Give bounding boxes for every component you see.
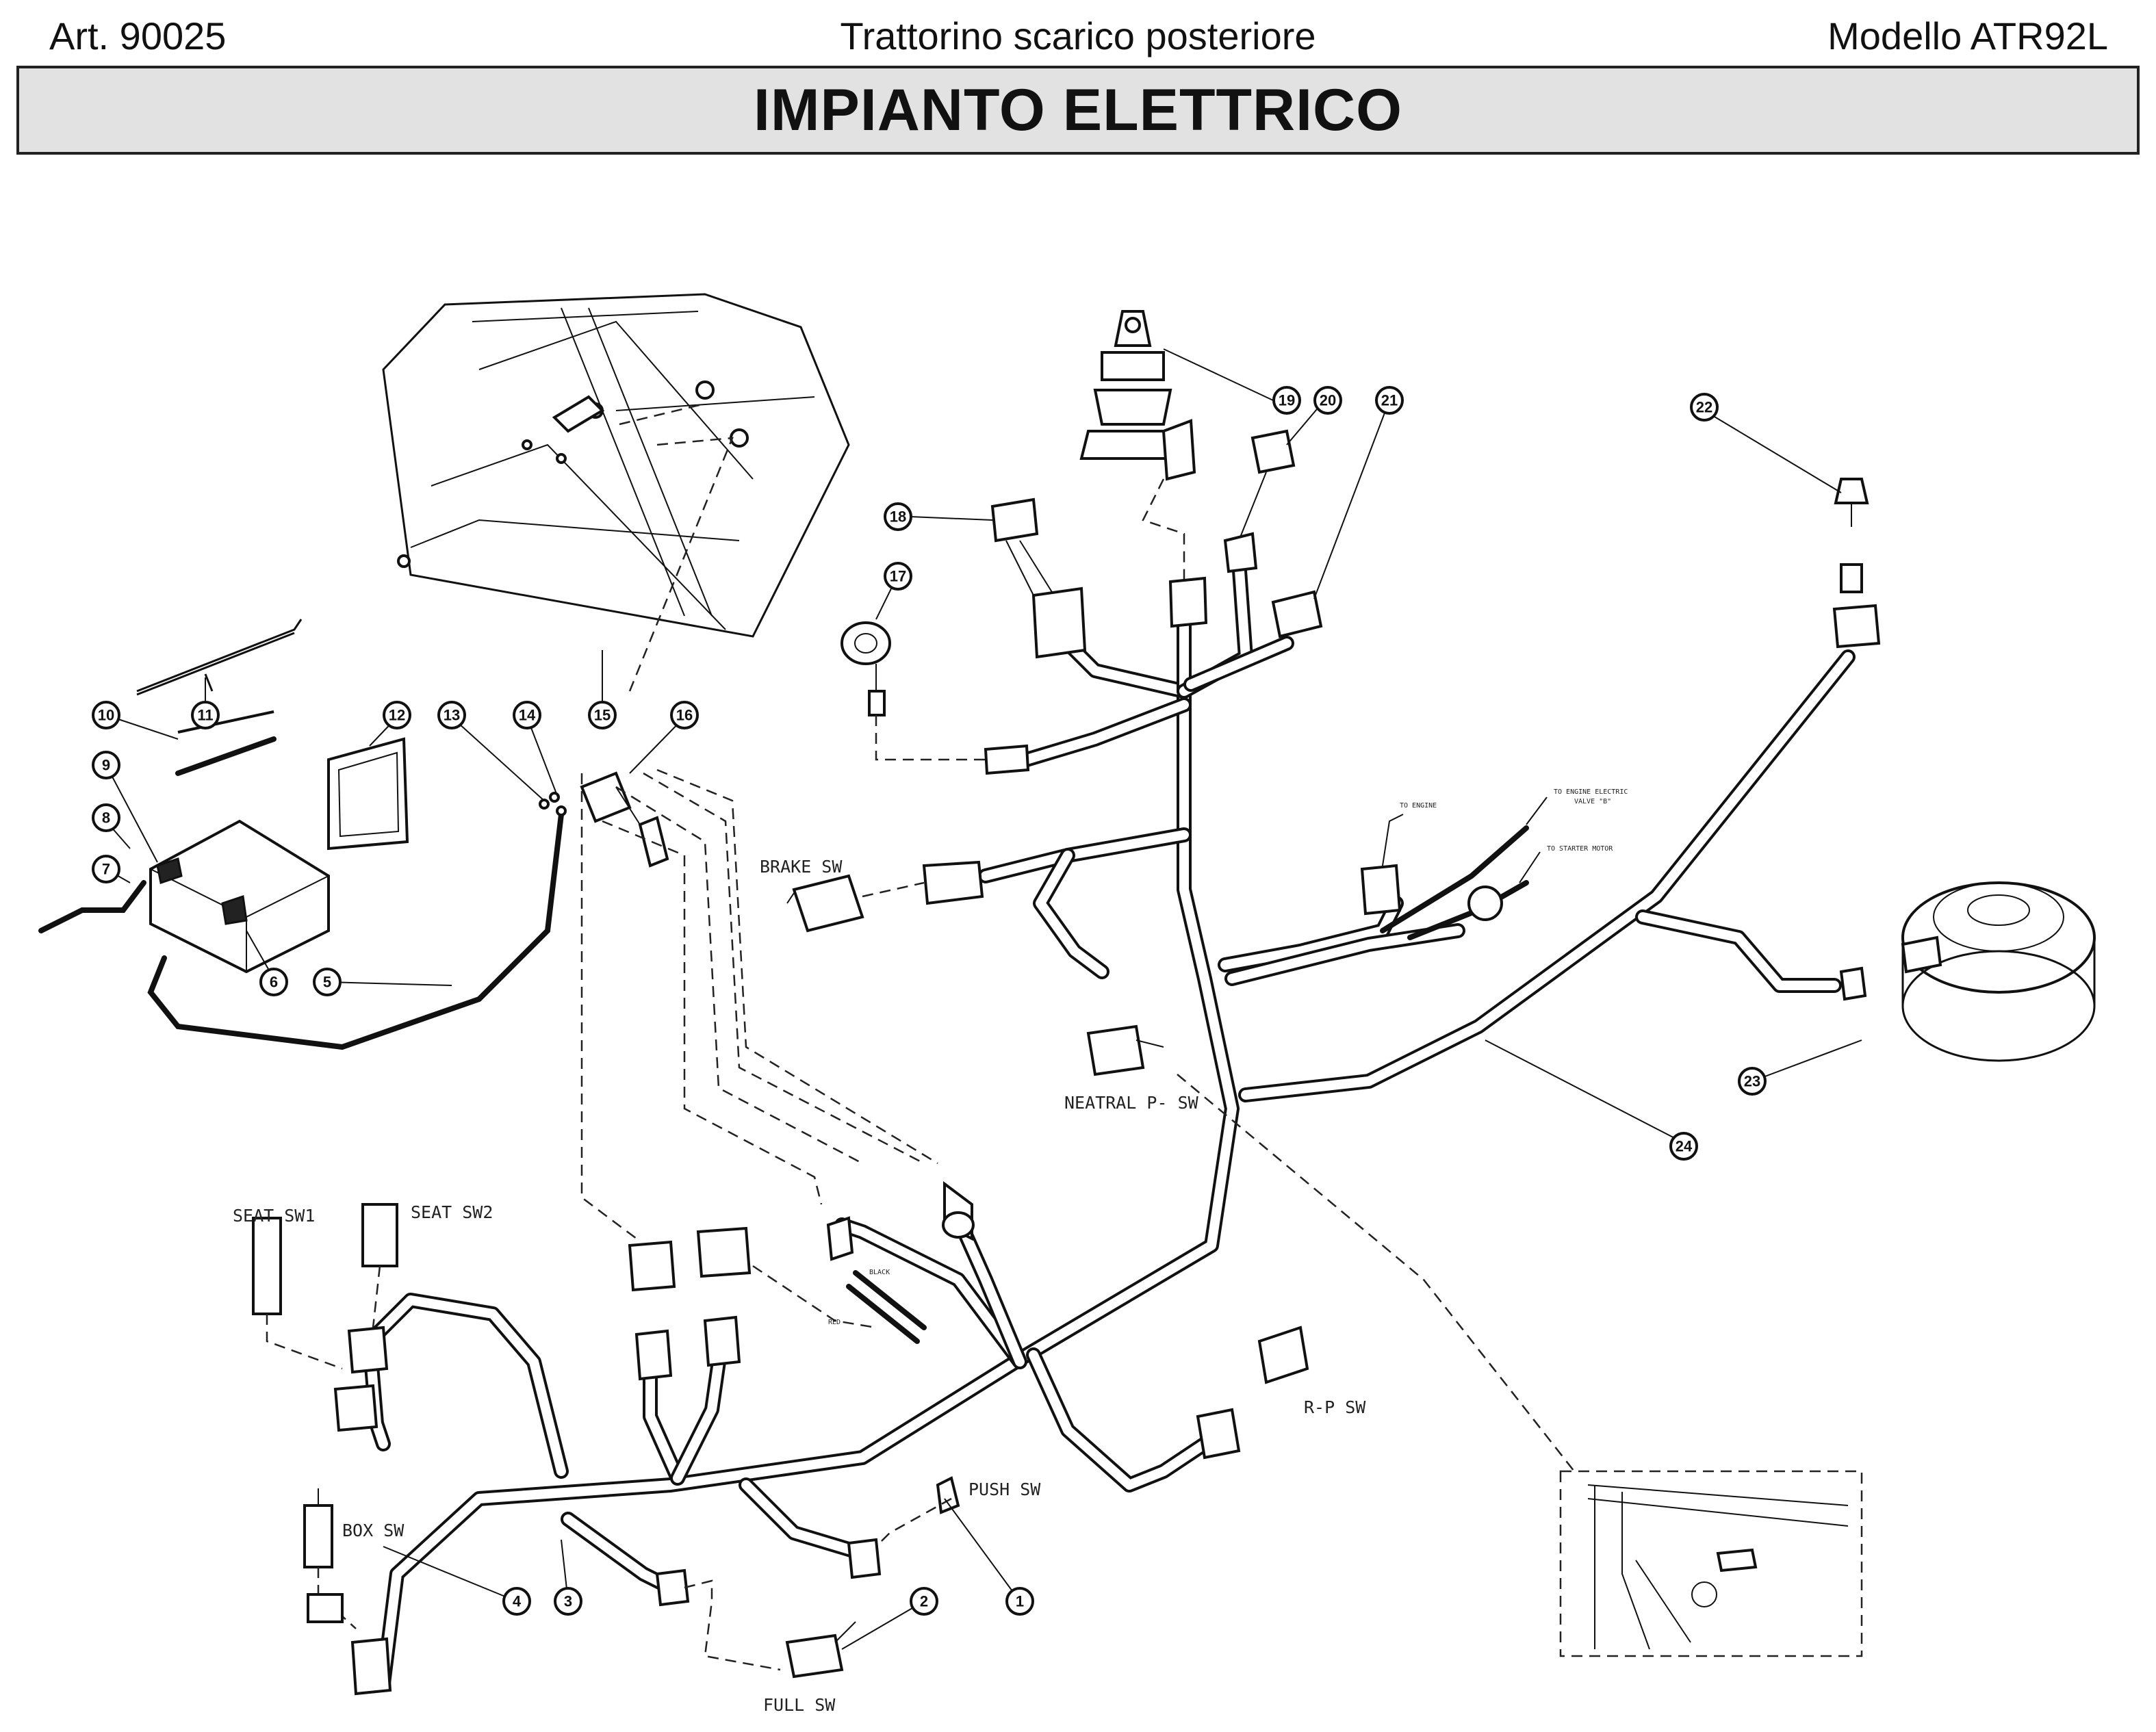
callout-18: 18 (884, 502, 912, 531)
svg-text:5: 5 (323, 974, 331, 991)
svg-text:24: 24 (1676, 1138, 1693, 1155)
svg-text:17: 17 (890, 568, 906, 585)
callout-9: 9 (92, 751, 120, 779)
svg-text:20: 20 (1320, 392, 1336, 409)
pto-clutch (1839, 881, 2096, 1062)
label-full-sw: FULL SW (763, 1695, 836, 1715)
callout-15: 15 (588, 701, 617, 729)
callout-6: 6 (259, 968, 288, 996)
callout-2: 2 (910, 1587, 938, 1616)
label-brake-sw: BRAKE SW (760, 857, 843, 877)
label-seat-sw1: SEAT SW1 (233, 1206, 315, 1226)
article-number: Art. 90025 (49, 14, 227, 57)
label-push-sw: PUSH SW (968, 1479, 1041, 1499)
model-number: Modello ATR92L (1827, 14, 2108, 57)
callout-11: 11 (191, 701, 220, 729)
svg-text:12: 12 (389, 707, 405, 724)
label-to-engine-valve-2: VALVE "B" (1574, 798, 1611, 805)
svg-text:4: 4 (513, 1593, 522, 1610)
callout-7: 7 (92, 855, 120, 883)
svg-text:1: 1 (1016, 1593, 1024, 1610)
callout-16: 16 (670, 701, 699, 729)
label-seat-sw2: SEAT SW2 (411, 1202, 493, 1222)
svg-text:2: 2 (920, 1593, 928, 1610)
svg-text:6: 6 (270, 974, 278, 991)
svg-text:15: 15 (594, 707, 611, 724)
dashboard-panel (382, 293, 850, 692)
callout-22: 22 (1690, 393, 1719, 422)
main-harness (362, 554, 1856, 1691)
label-red: RED (828, 1319, 840, 1326)
callout-8: 8 (92, 803, 120, 832)
svg-text:3: 3 (564, 1593, 572, 1610)
fuse-holder (539, 768, 938, 1329)
svg-text:19: 19 (1279, 392, 1295, 409)
switch-components (252, 860, 1309, 1696)
svg-text:23: 23 (1744, 1073, 1760, 1090)
svg-text:9: 9 (102, 757, 110, 774)
battery-assembly (38, 619, 564, 1050)
label-r-p-sw: R-P SW (1304, 1397, 1366, 1417)
engine-wires (1360, 797, 1548, 940)
svg-text:8: 8 (102, 810, 110, 827)
callout-13: 13 (437, 701, 466, 729)
svg-text:7: 7 (102, 861, 110, 878)
callout-3: 3 (554, 1587, 582, 1616)
title-bar: IMPIANTO ELETTRICO (16, 66, 2140, 155)
callout-12: 12 (383, 701, 411, 729)
callout-20: 20 (1313, 386, 1342, 415)
label-to-engine: TO ENGINE (1400, 802, 1437, 810)
callout-21: 21 (1375, 386, 1404, 415)
leader-lines (105, 348, 1862, 1650)
svg-text:13: 13 (444, 707, 460, 724)
key-switch-group (840, 310, 1323, 775)
svg-text:18: 18 (890, 508, 906, 526)
svg-text:11: 11 (197, 707, 213, 724)
svg-text:10: 10 (98, 707, 114, 724)
document-subtitle: Trattorino scarico posteriore (840, 14, 1316, 57)
svg-text:22: 22 (1696, 399, 1712, 416)
lamp-assembly (1832, 478, 1881, 649)
callout-4: 4 (502, 1587, 531, 1616)
svg-text:16: 16 (676, 707, 693, 724)
label-to-starter-motor: TO STARTER MOTOR (1547, 845, 1613, 853)
callout-10: 10 (92, 701, 120, 729)
label-neatral-p-sw: NEATRAL P- SW (1064, 1093, 1199, 1113)
callout-5: 5 (313, 968, 342, 996)
callout-1: 1 (1005, 1587, 1034, 1616)
callout-23: 23 (1738, 1067, 1767, 1096)
callout-17: 17 (884, 562, 912, 591)
label-black: BLACK (869, 1269, 890, 1276)
callout-19: 19 (1272, 386, 1301, 415)
callout-14: 14 (513, 701, 541, 729)
label-to-engine-valve-1: TO ENGINE ELECTRIC (1554, 788, 1628, 796)
page-title: IMPIANTO ELETTRICO (753, 77, 1403, 143)
callout-24: 24 (1669, 1132, 1698, 1161)
label-box-sw: BOX SW (342, 1521, 405, 1540)
svg-text:21: 21 (1381, 392, 1398, 409)
svg-text:14: 14 (519, 707, 536, 724)
inset-detail (1177, 1074, 1863, 1657)
